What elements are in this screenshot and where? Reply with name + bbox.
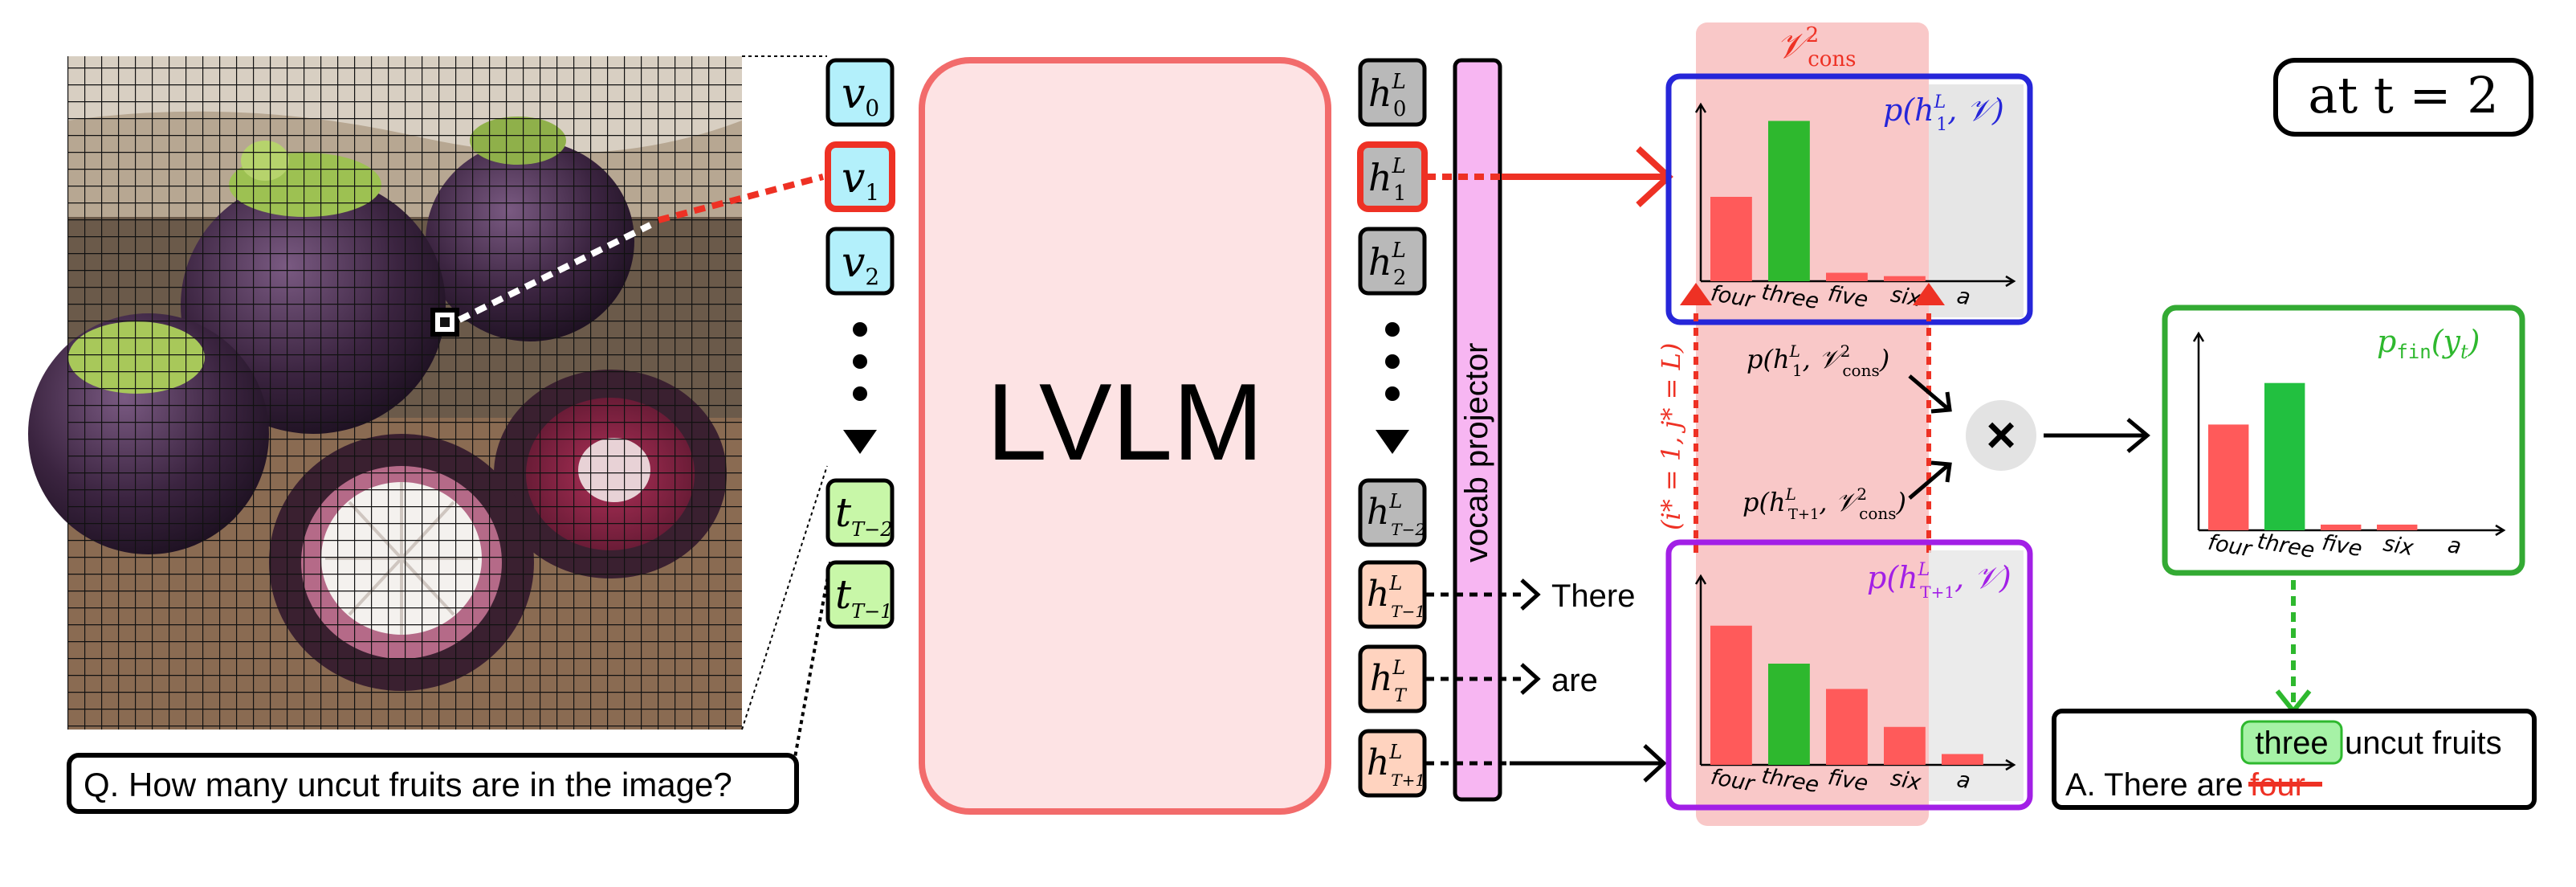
lvlm-label: LVLM <box>986 361 1263 483</box>
chart-bottom-frame <box>1665 539 2033 811</box>
answer-suffix: uncut fruits <box>2345 726 2502 761</box>
hidden-state-h1 <box>1357 141 1428 212</box>
bar-three <box>2264 382 2305 530</box>
cons-marker-left <box>1680 283 1712 305</box>
timestep-label: at t = 2 <box>2308 66 2498 125</box>
visual-token-v0 <box>825 58 895 127</box>
hidden-state-hT-2 <box>1358 478 1427 547</box>
lvlm-block <box>919 57 1331 815</box>
x-axis-arrow <box>2005 275 2016 288</box>
y-axis-arrow <box>2192 331 2205 342</box>
vocab-projector <box>1453 58 1502 802</box>
index-annotation: (i* = 1, j* = L) <box>1656 343 1686 530</box>
replacement-word: three <box>2255 726 2328 761</box>
hidden-state-h2 <box>1358 227 1427 296</box>
chart-final-frame <box>2162 305 2525 576</box>
hidden-state-hT-1 <box>1358 560 1427 629</box>
generated-word-there: There <box>1551 578 1636 614</box>
guide-line <box>741 465 828 730</box>
visual-token-v1 <box>825 141 895 212</box>
ellipsis-arrow-icon <box>843 430 877 454</box>
bar-six <box>2377 524 2418 530</box>
bar-four <box>2208 424 2249 530</box>
bar-four <box>1710 197 1752 281</box>
bar-five <box>2321 524 2362 530</box>
tick-label-six: six <box>2381 531 2415 561</box>
bar-five <box>1826 689 1868 765</box>
ellipsis-arrow-icon <box>1376 430 1409 454</box>
text-token-t-T-1 <box>825 560 895 629</box>
guide-line <box>789 558 833 780</box>
hidden-state-h0 <box>1358 58 1427 127</box>
bar-a <box>1942 754 1983 765</box>
y-axis-arrow <box>1694 574 1707 585</box>
x-axis-arrow <box>2005 758 2016 771</box>
question-text: Q. How many uncut fruits are in the imag… <box>84 766 732 803</box>
input-image <box>28 56 742 730</box>
patch-link-red <box>657 174 825 223</box>
generated-word-are: are <box>1551 663 1598 698</box>
replacement-highlight <box>2240 720 2343 765</box>
to-multiply-arrow <box>1908 464 1949 500</box>
tick-label-six: six <box>1889 766 1923 795</box>
hidden-state-hT+1 <box>1358 729 1427 798</box>
bar-six <box>1884 276 1926 281</box>
input-token-column: v0 v1 v2 tT−2 tT−1 <box>825 58 895 629</box>
y-axis-arrow <box>1694 102 1707 113</box>
timestep-badge <box>2273 58 2533 137</box>
visual-token-v2 <box>825 227 895 296</box>
tick-label-a: a <box>1955 284 1973 310</box>
to-multiply-arrow <box>1908 374 1949 410</box>
vocab-projector-label: vocab projector <box>1459 343 1494 562</box>
consistency-region <box>1696 22 1929 826</box>
question-box <box>67 753 799 814</box>
multiply-icon: × <box>1986 406 2016 464</box>
tick-label-six: six <box>1889 282 1923 312</box>
multiply-node <box>1966 400 2036 471</box>
cons-marker-right <box>1913 283 1945 305</box>
text-token-t-T-2 <box>825 478 895 547</box>
bar-five <box>1826 272 1868 281</box>
hidden-state-hT <box>1358 644 1427 713</box>
bar-four <box>1710 625 1752 765</box>
tick-label-a: a <box>1955 767 1973 794</box>
x-axis-arrow <box>2495 524 2506 537</box>
bar-six <box>1884 726 1926 765</box>
bar-three <box>1768 121 1810 281</box>
chart-top-frame <box>1665 73 2033 325</box>
answer-prefix: A. There are <box>2065 767 2244 803</box>
bar-three <box>1768 664 1810 765</box>
tick-label-a: a <box>2446 533 2464 559</box>
